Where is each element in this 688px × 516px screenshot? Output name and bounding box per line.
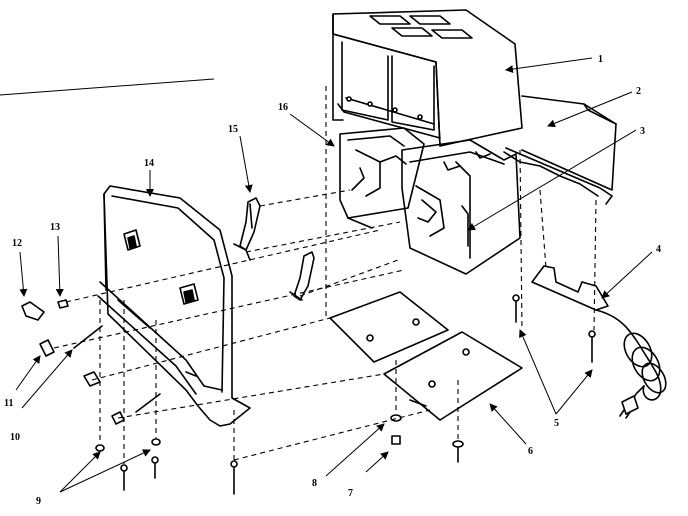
callout-6: 6 <box>528 446 533 457</box>
screw <box>120 464 128 491</box>
latch-bracket-part <box>233 197 261 261</box>
screw <box>452 440 464 463</box>
power-cord-part <box>531 265 667 419</box>
crumb-tray-part <box>329 291 449 363</box>
callout-3: 3 <box>640 126 645 137</box>
small-parts <box>21 294 596 495</box>
callout-13: 13 <box>50 222 60 233</box>
element-frame-part <box>401 139 521 275</box>
callout-16: 16 <box>278 102 288 113</box>
foot-part <box>39 339 55 357</box>
screw <box>151 456 159 479</box>
callout-5: 5 <box>554 418 559 429</box>
rod-part <box>73 325 103 349</box>
screw <box>512 294 520 323</box>
bottom-plate-part <box>383 331 523 421</box>
assembly-guide-lines <box>53 86 597 464</box>
stray-line <box>0 78 215 96</box>
callout-11: 11 <box>4 398 13 409</box>
callout-2: 2 <box>636 86 641 97</box>
callout-labels: 1 2 3 4 5 6 7 8 9 10 11 12 13 14 15 16 <box>4 54 661 507</box>
callout-14: 14 <box>144 158 154 169</box>
screw <box>230 460 238 495</box>
callout-arrows <box>15 57 653 493</box>
outer-shell-part <box>332 9 523 147</box>
knob-part <box>21 301 45 321</box>
callout-1: 1 <box>598 54 603 65</box>
callout-10: 10 <box>10 432 20 443</box>
callout-7: 7 <box>348 488 353 499</box>
callout-9: 9 <box>36 496 41 507</box>
screw <box>588 330 596 363</box>
carriage-frame-part <box>339 127 425 229</box>
callout-12: 12 <box>12 238 22 249</box>
end-cover-part <box>503 95 617 205</box>
callout-8: 8 <box>312 478 317 489</box>
front-panel-part <box>97 185 251 427</box>
clip-part <box>57 299 69 309</box>
lever-bracket <box>289 251 315 301</box>
callout-4: 4 <box>656 244 661 255</box>
callout-15: 15 <box>228 124 238 135</box>
